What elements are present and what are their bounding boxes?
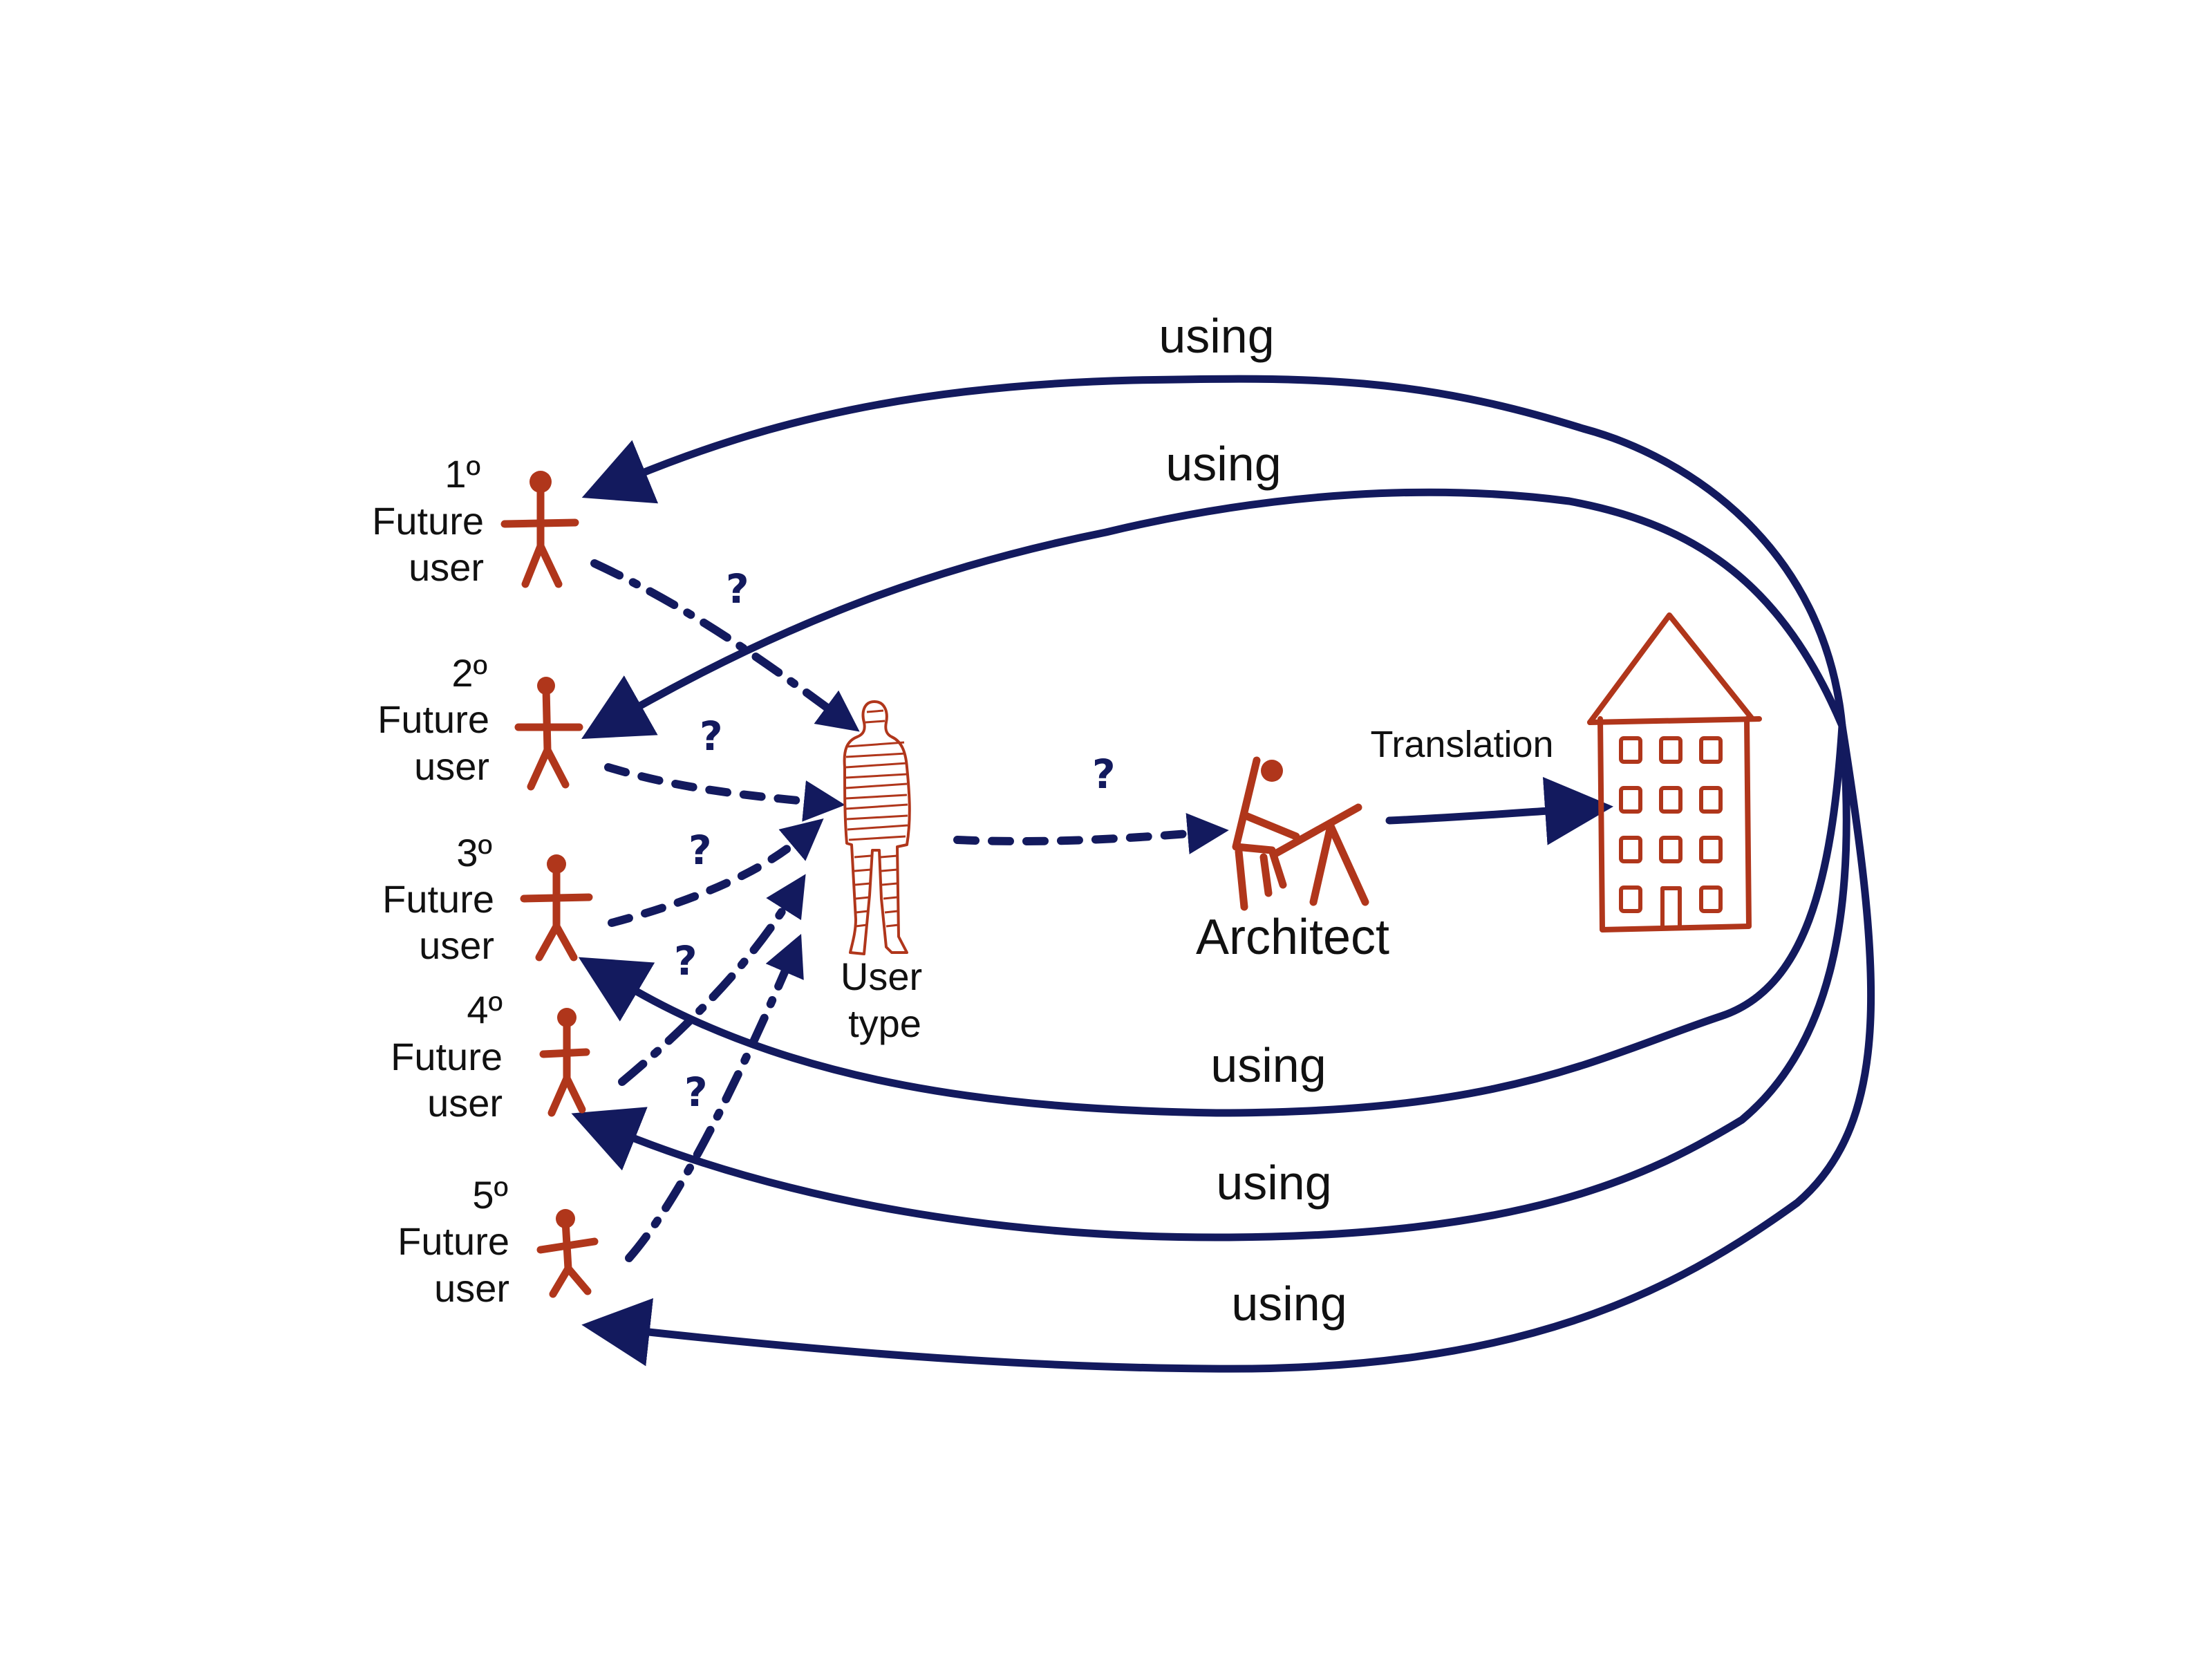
dashed-arrow-user-2 (604, 763, 845, 822)
question-mark-6: ? (1092, 751, 1116, 798)
using-loop-5 (581, 722, 1875, 1373)
using-loop-3 (578, 722, 1846, 1117)
translation-label: Translation (1370, 724, 1553, 765)
using-label-5: using (1231, 1277, 1347, 1331)
using-loop-4 (571, 722, 1850, 1241)
building (1587, 612, 1762, 932)
user-2-line1: Future (377, 697, 489, 741)
using-labels: using using using using using (1159, 309, 1347, 1331)
future-user-2-label: 2º Future user (377, 651, 489, 788)
user-4-order: 4º (467, 988, 503, 1031)
question-arrows (590, 559, 1229, 1262)
future-user-1-figure (500, 471, 579, 588)
user-5-line1: Future (397, 1219, 509, 1263)
building-windows (1619, 736, 1723, 913)
building-eave (1587, 716, 1762, 725)
user-3-line2: user (419, 924, 494, 967)
dashed-arrow-to-architect (953, 813, 1229, 854)
user-type-label: User type (841, 955, 922, 1045)
question-marks: ? ? ? ? ? ? (674, 565, 1116, 1116)
using-loops (571, 375, 1875, 1373)
dashed-arrow-user-1 (590, 559, 860, 732)
user-5-order: 5º (472, 1173, 508, 1217)
using-loop-1 (581, 375, 1846, 730)
user-2-line2: user (414, 744, 489, 788)
architect-head (1261, 760, 1283, 782)
user-5-line2: user (434, 1266, 509, 1310)
future-user-labels: 1º Future user 2º Future user 3º Future … (372, 452, 509, 1310)
future-user-5-figure (536, 1209, 599, 1298)
user-1-line2: user (409, 545, 484, 589)
architect-body (1232, 756, 1287, 889)
future-user-4-label: 4º Future user (391, 988, 503, 1125)
building-door (1660, 886, 1682, 930)
building-roof (1587, 612, 1755, 725)
architect-chair (1235, 847, 1248, 911)
using-label-3: using (1210, 1038, 1326, 1092)
user-2-order: 2º (451, 651, 487, 695)
translation-arrow (1385, 776, 1614, 845)
user-type-silhouette (843, 700, 911, 955)
question-mark-1: ? (726, 565, 749, 612)
question-mark-5: ? (684, 1069, 708, 1116)
user-type-hatching (845, 709, 908, 928)
future-user-3-figure (520, 854, 593, 962)
future-user-4-figure (539, 1008, 590, 1117)
building-walls (1597, 716, 1752, 932)
using-label-4: using (1216, 1156, 1331, 1210)
user-type-figure (843, 700, 911, 955)
user-3-line1: Future (382, 877, 494, 921)
question-mark-2: ? (700, 713, 723, 760)
future-user-figures (500, 471, 599, 1298)
dashed-arrow-user-4 (618, 874, 806, 1086)
architect-figure (1232, 756, 1369, 911)
future-user-5-label: 5º Future user (397, 1173, 509, 1310)
dashed-arrow-user-3 (608, 818, 824, 927)
question-mark-3: ? (688, 827, 712, 874)
drafting-legs (1309, 822, 1369, 906)
using-label-2: using (1165, 437, 1281, 491)
future-user-2-figure (514, 677, 583, 791)
user-4-line1: Future (391, 1035, 503, 1078)
user-1-order: 1º (444, 452, 480, 496)
architect-label: Architect (1196, 910, 1389, 965)
question-mark-4: ? (674, 937, 697, 984)
drafting-board (1271, 803, 1362, 858)
user-1-line1: Future (372, 499, 484, 543)
using-loop-2 (581, 488, 1846, 739)
user-type-line1: User (841, 955, 922, 998)
using-label-1: using (1159, 309, 1274, 363)
future-user-1-label: 1º Future user (372, 452, 484, 589)
future-user-3-label: 3º Future user (382, 831, 494, 967)
user-3-order: 3º (456, 831, 492, 874)
dashed-arrow-user-5 (625, 933, 804, 1262)
user-type-line2: type (848, 1002, 921, 1045)
user-4-line2: user (427, 1081, 503, 1125)
